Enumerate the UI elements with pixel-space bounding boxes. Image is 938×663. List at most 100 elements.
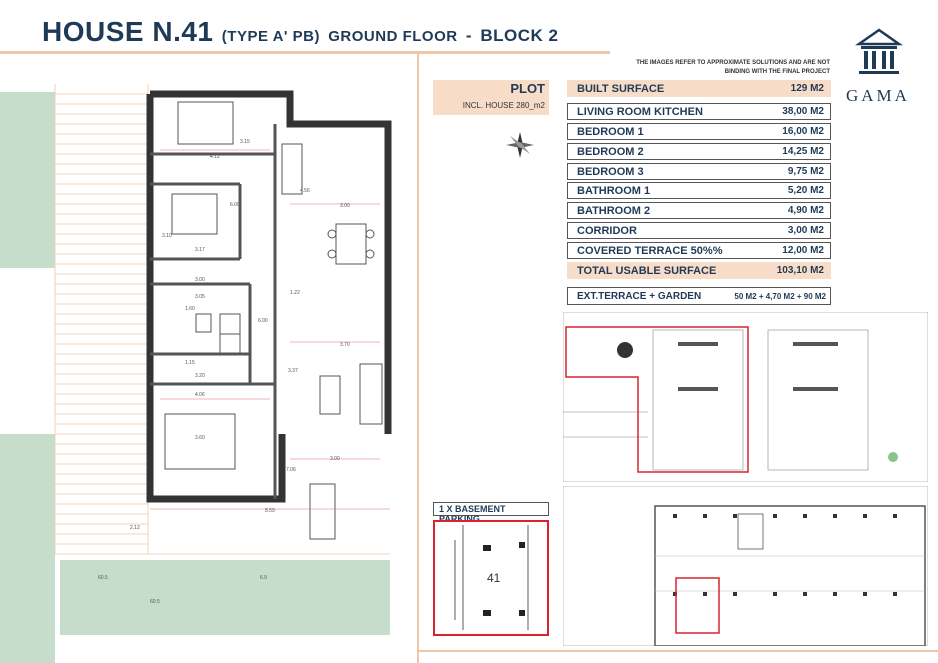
kitchen-counter [281,143,303,195]
svg-text:3.00: 3.00 [330,456,340,462]
title-separator: - [465,26,473,45]
surface-value: 16,00 M2 [782,126,824,137]
svg-text:8.59: 8.59 [265,508,275,514]
sink-2 [219,333,241,355]
surface-value: 12,00 M2 [782,245,824,256]
surface-value: 9,75 M2 [787,166,824,177]
svg-text:2.12: 2.12 [130,525,140,531]
surface-row: BUILT SURFACE 129 M2 [567,80,831,97]
bottom-divider [417,650,938,652]
surface-value: 5,20 M2 [787,185,824,196]
bed-2 [171,193,218,235]
surface-value: 4,90 M2 [787,205,824,216]
surface-label: BUILT SURFACE [577,83,665,95]
dimension-lines [150,149,390,510]
garden-bottom [60,560,390,635]
svg-text:4.06: 4.06 [195,392,205,398]
exterior-walls [146,90,392,503]
block-label: BLOCK 2 [480,26,559,45]
garden-side [0,92,55,268]
surface-row: BEDROOM 3 9,75 M2 [567,163,831,180]
svg-text:1.15: 1.15 [185,360,195,366]
surface-label: CORRIDOR [577,225,637,237]
sofa [359,363,383,425]
surface-label: COVERED TERRACE 50%% [577,245,723,257]
compass-rose-icon [506,132,534,158]
floor-label: GROUND FLOOR [328,28,458,45]
svg-text:60.5: 60.5 [150,599,160,605]
svg-text:3.05: 3.05 [195,294,205,300]
parking-label: 1 X BASEMENT PARKING [433,502,549,524]
svg-text:4.56: 4.56 [300,188,310,194]
parking-detail: 41 [433,520,549,636]
svg-text:3.60: 3.60 [195,435,205,441]
ext-terrace-row: EXT.TERRACE + GARDEN 50 M2 + 4,70 M2 + 9… [567,287,831,305]
bed-1 [177,101,234,145]
svg-text:3.20: 3.20 [195,373,205,379]
surface-value: 103,10 M2 [776,265,824,276]
surface-row: BEDROOM 2 14,25 M2 [567,143,831,160]
basement-plan [563,486,928,646]
ext-terrace-value: 50 M2 + 4,70 M2 + 90 M2 [734,292,826,301]
furniture [164,101,383,540]
house-type: (TYPE A' PB) [221,28,320,45]
surface-label: BEDROOM 1 [577,126,644,138]
svg-text:1.22: 1.22 [290,290,300,296]
surface-row: BATHROOM 1 5,20 M2 [567,182,831,199]
svg-text:3.17: 3.17 [195,247,205,253]
bed-3 [164,413,236,470]
surface-value: 38,00 M2 [782,106,824,117]
svg-text:3.00: 3.00 [340,203,350,209]
plot-label: PLOT [510,81,545,96]
site-plan [563,312,928,482]
disclaimer: THE IMAGES REFER TO APPROXIMATE SOLUTION… [636,60,830,75]
surface-value: 14,25 M2 [782,146,824,157]
garden-left [0,434,55,663]
surface-label: LIVING ROOM KITCHEN [577,106,703,118]
surface-value: 3,00 M2 [787,225,824,236]
surface-label: BATHROOM 1 [577,185,651,197]
svg-text:3.70: 3.70 [340,342,350,348]
page-title: HOUSE N.41 (TYPE A' PB) GROUND FLOOR - B… [42,16,558,48]
surface-row: BEDROOM 1 16,00 M2 [567,123,831,140]
coffee-table [319,375,341,415]
svg-text:6.00: 6.00 [230,202,240,208]
surface-label: BEDROOM 3 [577,166,644,178]
toilet-1 [195,313,212,333]
plot-area: INCL. HOUSE 280_m2 [462,101,545,110]
svg-text:6.00: 6.00 [258,318,268,324]
logo-name: GAMA [846,86,910,105]
dimension-labels: 3.15 4.12 6.00 3.00 4.56 3.10 3.17 3.00 … [98,139,350,605]
tree-icon [617,342,633,358]
svg-text:3.15: 3.15 [240,139,250,145]
surface-row: TOTAL USABLE SURFACE 103,10 M2 [567,262,831,279]
sink-1 [219,313,241,335]
temple-logo-icon [855,28,903,74]
svg-text:7.06: 7.06 [286,467,296,473]
ext-terrace-label: EXT.TERRACE + GARDEN [577,291,702,302]
svg-text:3.37: 3.37 [288,368,298,374]
interior-walls [150,124,277,499]
dining-table [335,223,367,265]
surface-label: TOTAL USABLE SURFACE [577,265,717,277]
surface-row: COVERED TERRACE 50%% 12,00 M2 [567,242,831,259]
parking-highlight [675,577,720,634]
plot-outline [565,326,749,473]
svg-text:3.10: 3.10 [162,233,172,239]
surface-label: BATHROOM 2 [577,205,651,217]
floor-plan: 3.15 4.12 6.00 3.00 4.56 3.10 3.17 3.00 … [0,84,392,663]
surface-label: BEDROOM 2 [577,146,644,158]
svg-text:4.12: 4.12 [210,154,220,160]
house-number: HOUSE N.41 [42,16,214,47]
surface-row: CORRIDOR 3,00 M2 [567,222,831,239]
plot-box [433,80,549,115]
vertical-divider [417,54,419,663]
surface-value: 129 M2 [790,83,824,94]
surface-row: BATHROOM 2 4,90 M2 [567,202,831,219]
svg-text:1.60: 1.60 [185,306,195,312]
svg-text:6.9: 6.9 [260,575,267,581]
svg-text:60.5: 60.5 [98,575,108,581]
surface-row: LIVING ROOM KITCHEN 38,00 M2 [567,103,831,120]
terrace-table [309,483,336,540]
parking-space-number: 41 [487,571,501,585]
